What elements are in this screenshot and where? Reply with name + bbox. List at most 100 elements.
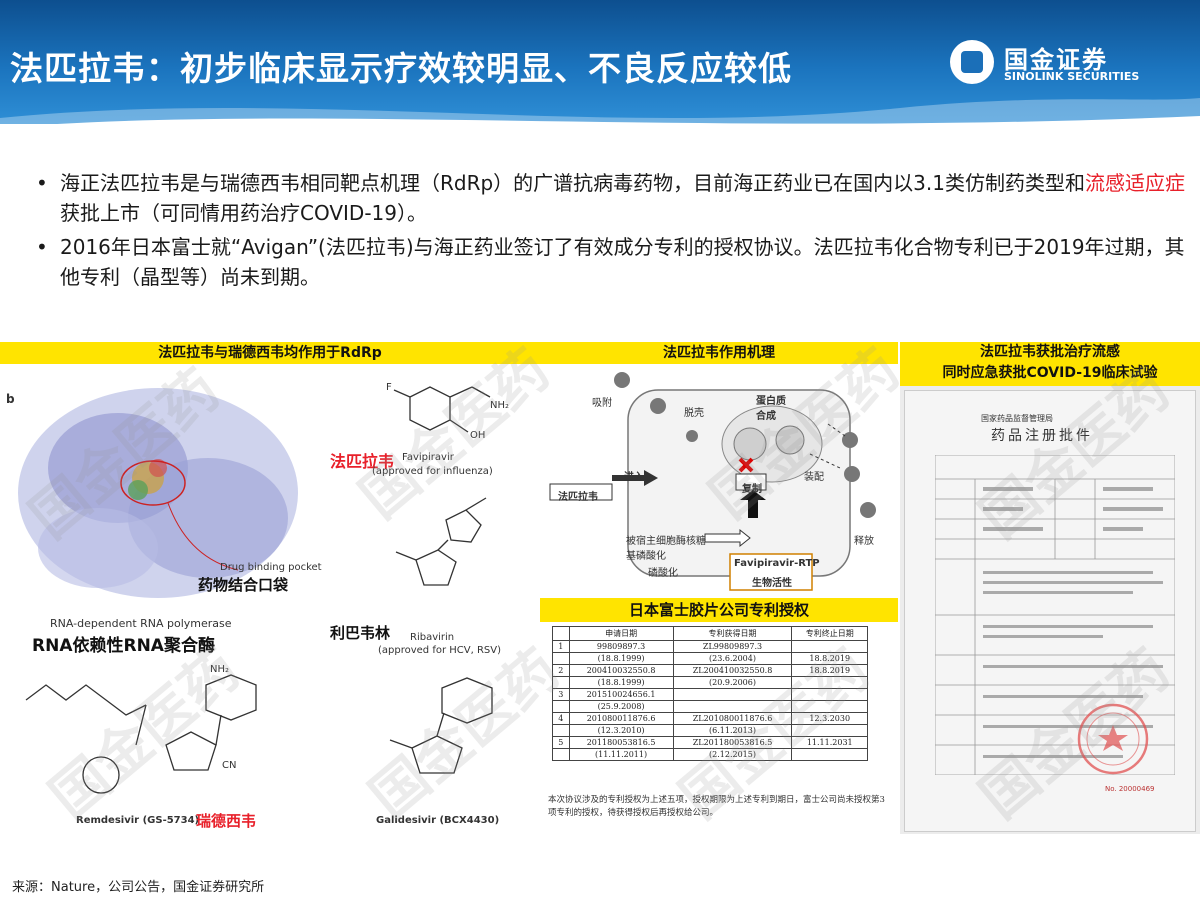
patent-table-cell bbox=[791, 748, 868, 761]
chem-label-f: F bbox=[386, 382, 392, 393]
logo-mark-icon bbox=[950, 40, 994, 84]
patent-table-row: (25.9.2008) bbox=[552, 700, 868, 713]
header-wave bbox=[0, 98, 1200, 124]
company-logo: 国金证券 SINOLINK SECURITIES bbox=[950, 40, 1180, 90]
header-banner: 法匹拉韦：初步临床显示疗效较明显、不良反应较低 国金证券 SINOLINK SE… bbox=[0, 0, 1200, 124]
panel-mechanism: 法匹拉韦作用机理 吸附 脱壳 蛋白质合成 进入 法匹拉韦 被宿主细胞酶核糖基磷酸… bbox=[540, 342, 898, 834]
patent-table-cell: (23.6.2004) bbox=[672, 652, 793, 665]
patent-table-cell bbox=[791, 640, 868, 653]
bullet-item-2: • 2016年日本富士就“Avigan”(法匹拉韦)与海正药业签订了有效成分专利… bbox=[36, 232, 1196, 292]
patent-table-cell bbox=[672, 688, 793, 701]
figure-letter: b bbox=[6, 392, 15, 406]
patent-table-cell: ZL99809897.3 bbox=[672, 640, 793, 653]
mech-label-host: 被宿主细胞酶核糖基磷酸化 bbox=[626, 536, 706, 562]
patent-table-cell: 1 bbox=[552, 640, 570, 653]
panel-approval-title: 法匹拉韦获批治疗流感 同时应急获批COVID-19临床试验 bbox=[900, 342, 1200, 386]
approval-document-image: 国家药品监督管理局 药品注册批件 bbox=[904, 390, 1196, 832]
patent-table-cell: 4 bbox=[552, 712, 570, 725]
patent-table-cell: ZL201080011876.6 bbox=[672, 712, 793, 725]
source-note: 来源：Nature，公司公告，国金证券研究所 bbox=[12, 880, 265, 895]
bullet-1-highlight: 流感适应症 bbox=[1085, 171, 1185, 195]
patent-table-cell: (2.12.2015) bbox=[672, 748, 793, 761]
mech-label-replicate: 复制 bbox=[742, 484, 762, 495]
patent-table-cell: 201510024656.1 bbox=[568, 688, 674, 701]
patent-table-row: (11.11.2011)(2.12.2015) bbox=[552, 748, 868, 761]
drug-pocket-label-en: Drug binding pocket bbox=[220, 562, 322, 573]
bullet-dot-icon: • bbox=[36, 235, 48, 259]
mech-label-enter: 进入 bbox=[624, 472, 644, 483]
patent-table-cell: 201180053816.5 bbox=[568, 736, 674, 749]
drug-pocket-label-cn: 药物结合口袋 bbox=[198, 576, 289, 594]
document-number: No. 20000469 bbox=[1105, 785, 1155, 793]
ribavirin-label-cn: 利巴韦林 bbox=[330, 624, 391, 642]
bullet-1-text-end: 获批上市（可同情用药治疗COVID-19）。 bbox=[60, 201, 428, 225]
patent-table-cell bbox=[791, 676, 868, 689]
bullet-item-1: • 海正法匹拉韦是与瑞德西韦相同靶点机理（RdRp）的广谱抗病毒药物，目前海正药… bbox=[36, 168, 1196, 228]
patent-table-cell: 2 bbox=[552, 664, 570, 677]
mech-label-drug: 法匹拉韦 bbox=[558, 492, 598, 503]
patent-table-cell: ZL200410032550.8 bbox=[672, 664, 793, 677]
patent-table-cell bbox=[552, 748, 570, 761]
document-header: 国家药品监督管理局 bbox=[981, 414, 1053, 423]
patent-table-cell bbox=[791, 688, 868, 701]
patent-col-apply-date: 申请日期 bbox=[568, 626, 674, 641]
favipiravir-label-en: Favipiravir bbox=[402, 452, 454, 463]
mech-label-assemble: 装配 bbox=[804, 472, 824, 483]
mech-label-protein: 蛋白质合成 bbox=[756, 396, 786, 422]
panel-approval-title-line2: 同时应急获批COVID-19临床试验 bbox=[942, 365, 1158, 381]
document-title: 药品注册批件 bbox=[991, 428, 1093, 444]
patent-table-row: (18.8.1999)(20.9.2006) bbox=[552, 676, 868, 689]
patent-table-header-row: 申请日期 专利获得日期 专利终止日期 bbox=[552, 626, 868, 641]
logo-text-en: SINOLINK SECURITIES bbox=[1004, 70, 1140, 83]
patent-table-cell: 201080011876.6 bbox=[568, 712, 674, 725]
document-form-grid bbox=[935, 455, 1175, 775]
bullet-list: • 海正法匹拉韦是与瑞德西韦相同靶点机理（RdRp）的广谱抗病毒药物，目前海正药… bbox=[36, 168, 1196, 296]
mech-label-release: 释放 bbox=[854, 536, 874, 547]
ribavirin-structure-icon bbox=[395, 497, 487, 586]
galidesivir-label-en: Galidesivir (BCX4430) bbox=[376, 815, 500, 826]
patent-table-cell: 18.8.2019 bbox=[791, 664, 868, 677]
patent-table-cell: 5 bbox=[552, 736, 570, 749]
patent-table-cell: ZL201180053816.5 bbox=[672, 736, 793, 749]
mech-label-rtp: Favipiravir-RTP bbox=[734, 558, 820, 569]
patent-col-grant-date: 专利获得日期 bbox=[672, 626, 793, 641]
bullet-dot-icon: • bbox=[36, 171, 48, 195]
bullet-2-text: 2016年日本富士就“Avigan”(法匹拉韦)与海正药业签订了有效成分专利的授… bbox=[60, 235, 1185, 289]
patent-col-index bbox=[552, 626, 570, 641]
remdesivir-label-cn: 瑞德西韦 bbox=[196, 812, 257, 830]
patent-table-cell: 99809897.3 bbox=[568, 640, 674, 653]
panel-approval-title-line1: 法匹拉韦获批治疗流感 bbox=[980, 344, 1120, 360]
remdesivir-label-en: Remdesivir (GS-5734) bbox=[76, 815, 200, 826]
patent-section-title: 日本富士胶片公司专利授权 bbox=[540, 598, 898, 622]
ribavirin-note: (approved for HCV, RSV) bbox=[378, 645, 501, 656]
panel-rdrp-title: 法匹拉韦与瑞德西韦均作用于RdRp bbox=[0, 342, 540, 364]
patent-table-cell: 3 bbox=[552, 688, 570, 701]
patent-table-cell: (20.9.2006) bbox=[672, 676, 793, 689]
mechanism-diagram bbox=[549, 372, 876, 591]
chem-label-nh2-remdesivir: NH₂ bbox=[210, 664, 230, 675]
mech-label-active: 生物活性 bbox=[752, 578, 792, 589]
patent-table-cell: (18.8.1999) bbox=[568, 652, 674, 665]
patent-table-cell bbox=[791, 700, 868, 713]
patent-table-cell bbox=[552, 676, 570, 689]
chem-label-oh: OH bbox=[470, 430, 486, 441]
ribavirin-label-en: Ribavirin bbox=[410, 632, 455, 643]
patent-table-cell bbox=[791, 724, 868, 737]
panel-approval: 法匹拉韦获批治疗流感 同时应急获批COVID-19临床试验 国家药品监督管理局 … bbox=[900, 342, 1200, 834]
mech-label-uncoat: 脱壳 bbox=[684, 408, 704, 419]
mech-label-adsorb: 吸附 bbox=[592, 398, 612, 409]
chem-label-nh2: NH₂ bbox=[490, 400, 510, 411]
favipiravir-label-cn: 法匹拉韦 bbox=[330, 452, 395, 471]
official-seal-icon bbox=[1077, 703, 1149, 775]
patent-col-expiry-date: 专利终止日期 bbox=[791, 626, 868, 641]
rdrp-label-cn: RNA依赖性RNA聚合酶 bbox=[32, 636, 215, 656]
patent-table-cell: (12.3.2010) bbox=[568, 724, 674, 737]
favipiravir-note: (approved for influenza) bbox=[372, 466, 493, 477]
patent-table-cell: 18.8.2019 bbox=[791, 652, 868, 665]
patent-table-cell: (18.8.1999) bbox=[568, 676, 674, 689]
